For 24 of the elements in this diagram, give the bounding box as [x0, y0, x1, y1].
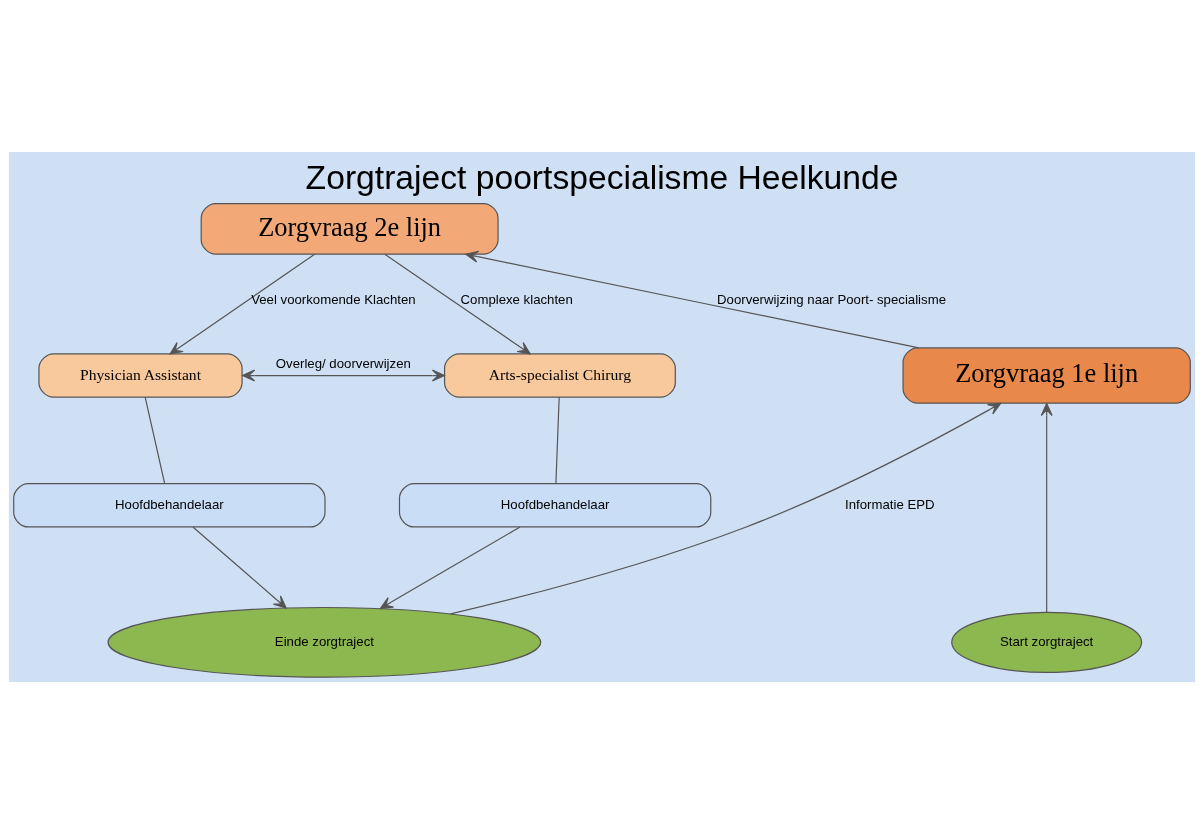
arrow — [384, 253, 531, 355]
node-box: Zorgvraag 1e lijn — [902, 347, 1191, 404]
node-ellipse: Start zorgtraject — [951, 611, 1143, 673]
edge-label: Complexe klachten — [460, 292, 573, 308]
node-box: Zorgvraag 2e lijn — [200, 203, 499, 255]
connector — [555, 396, 560, 484]
node-box: Hoofdbehandelaar — [398, 483, 712, 528]
connector — [144, 396, 166, 484]
arrow — [169, 253, 316, 355]
arrow — [192, 526, 287, 609]
node-ellipse: Einde zorgtraject — [107, 606, 542, 678]
arrow — [1040, 402, 1053, 613]
edge-label: Informatie EPD — [845, 496, 935, 512]
node-box: Arts-specialist Chirurg — [443, 353, 676, 398]
diagram-title: Zorgtraject poortspecialisme Heelkunde — [305, 158, 899, 196]
arrow — [465, 250, 920, 349]
edge-label: Doorverwijzing naar Poort- specialisme — [717, 292, 947, 308]
edge-label: Overleg/ doorverwijzen — [275, 356, 411, 372]
node-box: Hoofdbehandelaar — [13, 483, 326, 528]
node-box: Physician Assistant — [38, 353, 243, 398]
arrow — [379, 526, 521, 610]
arrow — [450, 402, 1002, 615]
edge-label: Veel voorkomende Klachten — [251, 292, 416, 308]
arrow — [241, 369, 446, 382]
